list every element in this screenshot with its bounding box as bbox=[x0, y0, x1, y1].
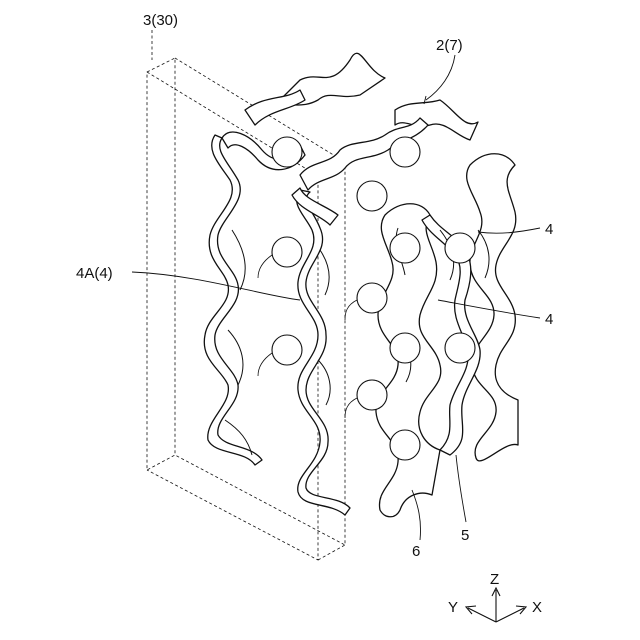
label-wall-4-lower: 4 bbox=[545, 311, 553, 328]
rear-corrugated-sheet bbox=[245, 53, 478, 140]
circle-tails bbox=[258, 255, 357, 418]
axis-indicator: Z Y X bbox=[448, 571, 542, 622]
axis-y-label: Y bbox=[448, 599, 458, 616]
label-part-6: 6 bbox=[412, 543, 420, 560]
label-wall-4a: 4A(4) bbox=[76, 265, 113, 282]
label-wall-4-upper: 4 bbox=[545, 221, 553, 238]
axis-z-label: Z bbox=[490, 571, 499, 588]
label-part-5: 5 bbox=[461, 527, 469, 544]
rear-corrugated-wall-5 bbox=[422, 154, 518, 461]
label-structure: 2(7) bbox=[436, 37, 463, 54]
label-box: 3(30) bbox=[143, 12, 178, 29]
axis-x-label: X bbox=[532, 599, 542, 616]
